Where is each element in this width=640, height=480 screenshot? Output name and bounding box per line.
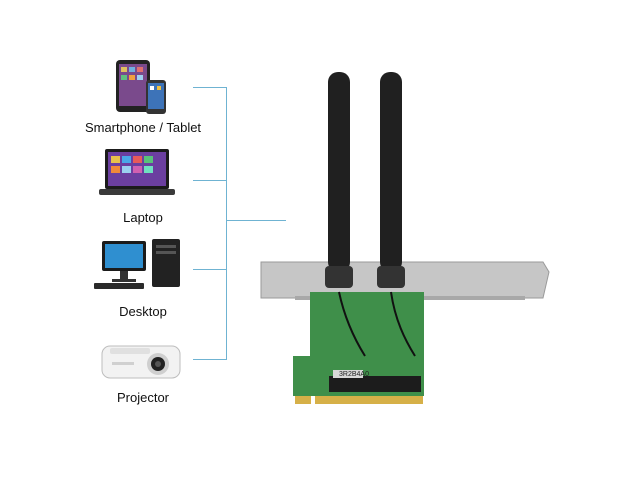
- connector-line-desktop: [193, 269, 227, 270]
- connector-line-projector: [193, 359, 227, 360]
- connector-line-card: [226, 220, 286, 221]
- device-label-smartphone-tablet: Smartphone / Tablet: [84, 120, 202, 135]
- slot-label: 3R2B4A0: [339, 371, 369, 378]
- desktop-computer-icon: [92, 237, 184, 293]
- device-label-desktop: Desktop: [119, 304, 167, 319]
- connector-trunk: [226, 87, 227, 360]
- tablet-phone-icon: [114, 58, 174, 118]
- device-label-projector: Projector: [116, 390, 170, 405]
- laptop-icon: [97, 147, 177, 203]
- device-label-laptop: Laptop: [123, 210, 163, 225]
- wifi-pcie-card-icon: 3R2B4A0: [255, 60, 555, 410]
- projector-icon: [100, 340, 184, 384]
- connector-line-laptop: [193, 180, 227, 181]
- connector-line-smartphone: [193, 87, 227, 88]
